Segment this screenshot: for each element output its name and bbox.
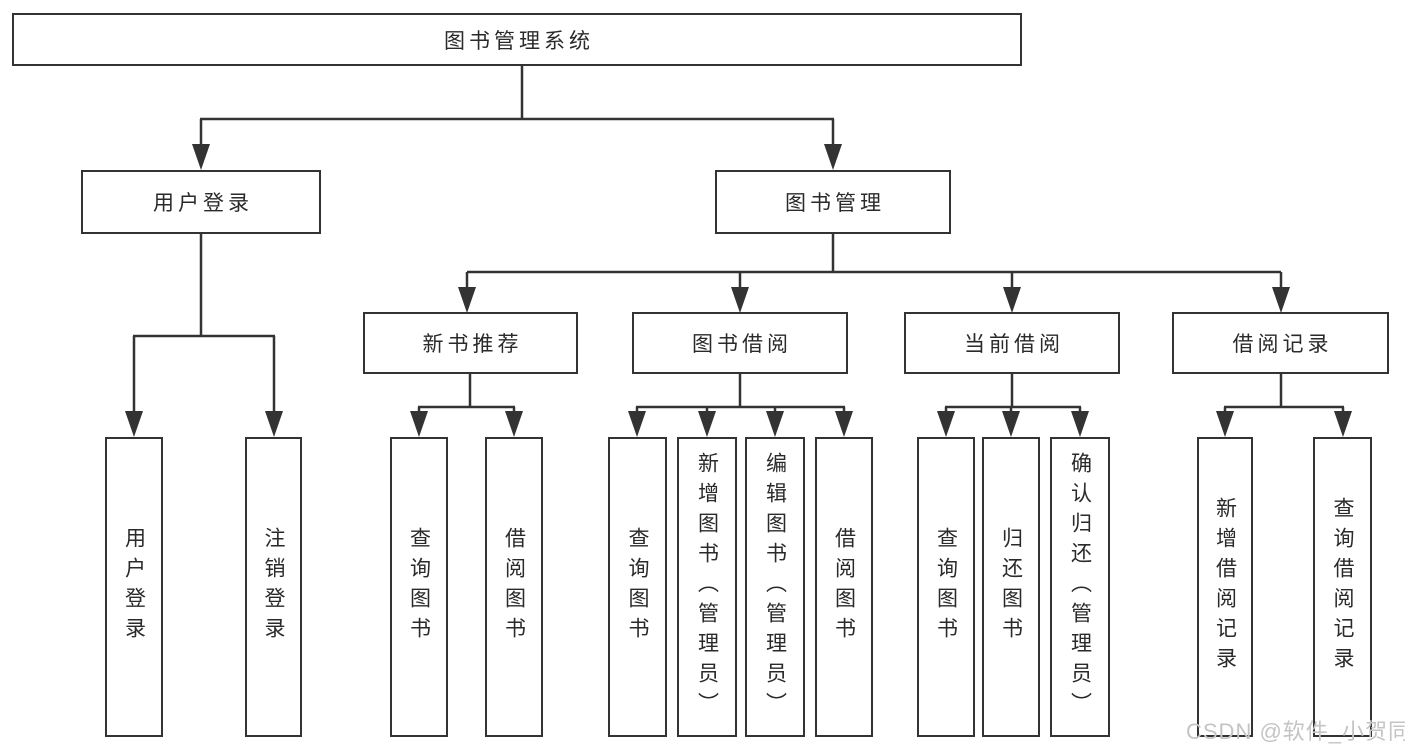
leaf-return-book: 归还图书 bbox=[982, 437, 1040, 737]
arrow-down-icon bbox=[410, 411, 428, 437]
leaf-query-books-borrow: 查询图书 bbox=[608, 437, 667, 737]
leaf-label: 注销登录 bbox=[262, 527, 286, 647]
arrow-down-icon bbox=[766, 411, 784, 437]
node-book-management: 图书管理 bbox=[715, 170, 951, 234]
leaf-add-book-admin: 新增图书（管理员） bbox=[677, 437, 737, 737]
arrow-down-icon bbox=[731, 287, 749, 313]
leaf-label: 查询图书 bbox=[626, 527, 650, 647]
leaf-query-books-newbook: 查询图书 bbox=[390, 437, 448, 737]
leaf-label: 新增图书（管理员） bbox=[695, 452, 719, 722]
leaf-query-borrow-record: 查询借阅记录 bbox=[1313, 437, 1372, 737]
arrow-down-icon bbox=[505, 411, 523, 437]
arrow-down-icon bbox=[1071, 411, 1089, 437]
leaf-label: 查询借阅记录 bbox=[1331, 497, 1355, 677]
node-book-borrowing: 图书借阅 bbox=[632, 312, 848, 374]
leaf-logout-login: 注销登录 bbox=[245, 437, 302, 737]
leaf-label: 确认归还（管理员） bbox=[1068, 452, 1092, 722]
arrow-down-icon bbox=[1272, 287, 1290, 313]
arrow-down-icon bbox=[835, 411, 853, 437]
leaf-label: 查询图书 bbox=[934, 527, 958, 647]
csdn-watermark: CSDN @软件_小贺同学 bbox=[1186, 719, 1405, 744]
arrow-down-icon bbox=[1003, 287, 1021, 313]
leaf-user-login: 用户登录 bbox=[105, 437, 163, 737]
leaf-label: 用户登录 bbox=[122, 527, 146, 647]
arrow-down-icon bbox=[1334, 411, 1352, 437]
node-new-book-recommend: 新书推荐 bbox=[363, 312, 578, 374]
leaf-label: 查询图书 bbox=[407, 527, 431, 647]
arrow-down-icon bbox=[1216, 411, 1234, 437]
node-user-login: 用户登录 bbox=[81, 170, 321, 234]
arrow-down-icon bbox=[192, 144, 210, 170]
node-borrow-records: 借阅记录 bbox=[1172, 312, 1389, 374]
node-current-borrowing: 当前借阅 bbox=[904, 312, 1120, 374]
arrow-down-icon bbox=[1002, 411, 1020, 437]
leaf-label: 新增借阅记录 bbox=[1213, 497, 1237, 677]
arrow-down-icon bbox=[265, 411, 283, 437]
leaf-query-books-current: 查询图书 bbox=[917, 437, 975, 737]
arrow-down-icon bbox=[937, 411, 955, 437]
arrow-down-icon bbox=[125, 411, 143, 437]
leaf-label: 借阅图书 bbox=[502, 527, 526, 647]
leaf-label: 借阅图书 bbox=[832, 527, 856, 647]
leaf-edit-book-admin: 编辑图书（管理员） bbox=[745, 437, 805, 737]
leaf-label: 编辑图书（管理员） bbox=[763, 452, 787, 722]
arrow-down-icon bbox=[628, 411, 646, 437]
root-node-system: 图书管理系统 bbox=[12, 13, 1022, 66]
leaf-borrow-books-borrow: 借阅图书 bbox=[815, 437, 873, 737]
leaf-confirm-return-admin: 确认归还（管理员） bbox=[1050, 437, 1110, 737]
leaf-borrow-books-newbook: 借阅图书 bbox=[485, 437, 543, 737]
arrow-down-icon bbox=[824, 144, 842, 170]
arrow-down-icon bbox=[458, 287, 476, 313]
leaf-add-borrow-record: 新增借阅记录 bbox=[1197, 437, 1253, 737]
leaf-label: 归还图书 bbox=[999, 527, 1023, 647]
arrow-down-icon bbox=[698, 411, 716, 437]
